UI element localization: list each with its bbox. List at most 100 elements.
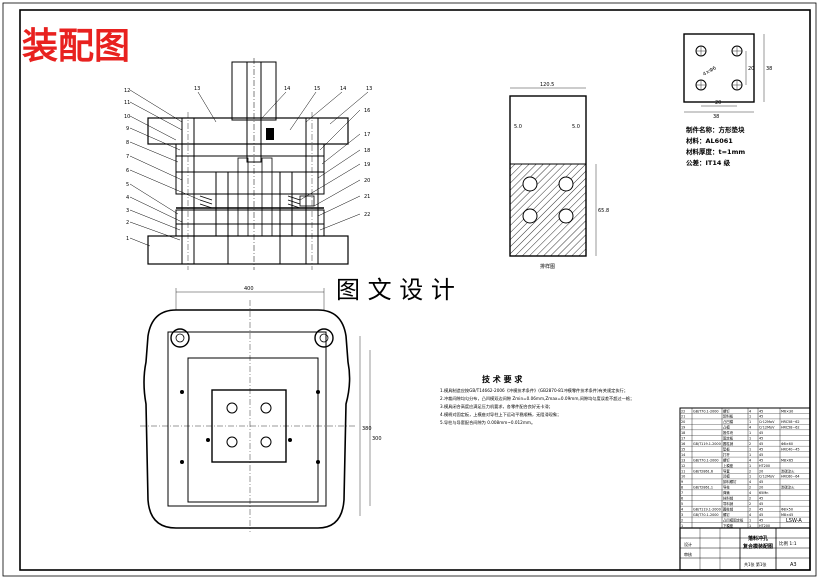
bom-cell: 17	[681, 437, 685, 441]
callout-7: 7	[126, 154, 129, 160]
bom-cell: 2	[749, 502, 751, 506]
plan-dim-width: 400	[244, 286, 254, 292]
bom-cell: 凸凹模固定板	[723, 517, 744, 522]
strip-dim-pitch: 65.8	[598, 208, 609, 214]
bom-cell: 2	[749, 469, 751, 473]
bom-cell: Cr12MoV	[759, 426, 775, 430]
bom-cell: 4	[749, 513, 751, 517]
strip-layout-label: 排样图	[540, 263, 555, 270]
part-dim-pitch-y: 20	[748, 66, 754, 72]
bom-cell: 8	[681, 486, 683, 490]
bom-cell: 4	[681, 507, 683, 511]
bom-cell: 弹簧	[723, 490, 730, 495]
bom-cell: 6	[681, 497, 683, 501]
plan-dim-height: 380	[362, 426, 372, 432]
section-view	[147, 58, 349, 270]
bom-cell: HRC58~62	[781, 420, 800, 424]
bom-cell: 21	[681, 415, 685, 419]
watermark-text: 图 文 设 计	[336, 276, 455, 304]
bom-cell: 导柱	[723, 485, 730, 490]
callout-20: 20	[364, 178, 370, 184]
bom-cell: HRC40~45	[781, 447, 800, 451]
sheet-inner-border	[19, 9, 811, 571]
bom-cell: GB/T119.1-2000	[693, 442, 721, 446]
title-label-c: A3	[790, 562, 797, 568]
bom-cell: 7	[681, 491, 683, 495]
part-name-text: 制件名称：方形垫块	[686, 125, 745, 134]
bom-cell: 65Mn	[759, 491, 768, 495]
bom-cell: 10	[681, 475, 685, 479]
bom-cell: 导料销	[723, 501, 734, 506]
part-dim-height: 38	[766, 66, 772, 72]
callout-top-14b: 14	[340, 86, 346, 92]
bom-cell: 12	[681, 464, 685, 468]
technical-requirements: 技 术 要 求 1.模具制造应按GB/T14662-2006《冲模技术条件》(G…	[440, 374, 634, 426]
strip-layout: 120.5 5.0 5.0 65.8 排样图	[509, 82, 609, 270]
bom-cell: 5	[681, 502, 683, 506]
bom-cell: 3	[681, 513, 683, 517]
callout-18: 18	[364, 148, 370, 154]
part-thickness-text: 材料厚度：t=1mm	[685, 147, 745, 156]
bom-cell: 1	[749, 431, 751, 435]
tech-req-item-2: 2.冲裁间隙均匀分布，凸凹模双边间隙 Zmin=0.06mm,Zmax=0.09…	[440, 395, 634, 402]
bom-cell: 垫板	[723, 446, 730, 451]
callout-top-14a: 14	[284, 86, 290, 92]
callout-1: 1	[126, 236, 129, 242]
tech-req-item-1: 1.模具制造应按GB/T14662-2006《冲模技术条件》(GB2870-81…	[440, 387, 628, 394]
part-drawing: 38 38 20 20 4×Φ6	[683, 33, 772, 120]
callout-2: 2	[126, 220, 129, 226]
callout-5: 5	[126, 182, 129, 188]
bom-cell: 1	[749, 518, 751, 522]
tech-req-item-4: 4.模柄对固定板，上模座对导柱上下运动平稳顺畅，无阻滞现象；	[440, 411, 561, 418]
callout-8: 8	[126, 140, 129, 146]
bom-cell: 上模座	[723, 463, 734, 468]
bom-cell: GB/T70.1-2000	[693, 409, 719, 413]
bom-cell: 渗碳淬火	[781, 485, 795, 490]
title-sheet: 共1张 第1张	[744, 561, 766, 567]
bom-cell: 20	[759, 469, 763, 473]
callout-21: 21	[364, 194, 370, 200]
callout-17: 17	[364, 132, 370, 138]
red-title: 装配图	[22, 26, 130, 67]
callout-9: 9	[126, 126, 129, 132]
callout-12: 12	[124, 88, 130, 94]
bom-cell: 14	[681, 453, 685, 457]
strip-dim-width: 120.5	[540, 82, 554, 88]
bom-cell: 推件块	[723, 430, 734, 435]
plan-dim-inner: 300	[372, 436, 382, 442]
bom-cell: 1	[749, 475, 751, 479]
bom-cell: 1	[749, 437, 751, 441]
bom-cell: 13	[681, 458, 685, 462]
bom-cell: 圆柱销	[723, 441, 734, 446]
bom-cell: 2	[749, 442, 751, 446]
bom-cell: HRC60~64	[781, 475, 800, 479]
callout-19: 19	[364, 162, 370, 168]
bom-cell: GB/T70.1-2000	[693, 458, 719, 462]
bom-cell: 4	[749, 458, 751, 462]
bom-cell: M8×45	[781, 513, 793, 517]
bom-cell: 9	[681, 480, 683, 484]
bom-cell: 1	[749, 524, 751, 528]
bom-cell: 45	[759, 415, 763, 419]
bom-cell: 螺钉	[723, 457, 730, 462]
bom-cell: 4	[749, 426, 751, 430]
bom-cell: Cr12MoV	[759, 420, 775, 424]
bom-cell: 45	[759, 497, 763, 501]
bom-cell: 45	[759, 513, 763, 517]
bom-cell: 1	[749, 464, 751, 468]
bom-cell: M6×30	[781, 409, 793, 413]
